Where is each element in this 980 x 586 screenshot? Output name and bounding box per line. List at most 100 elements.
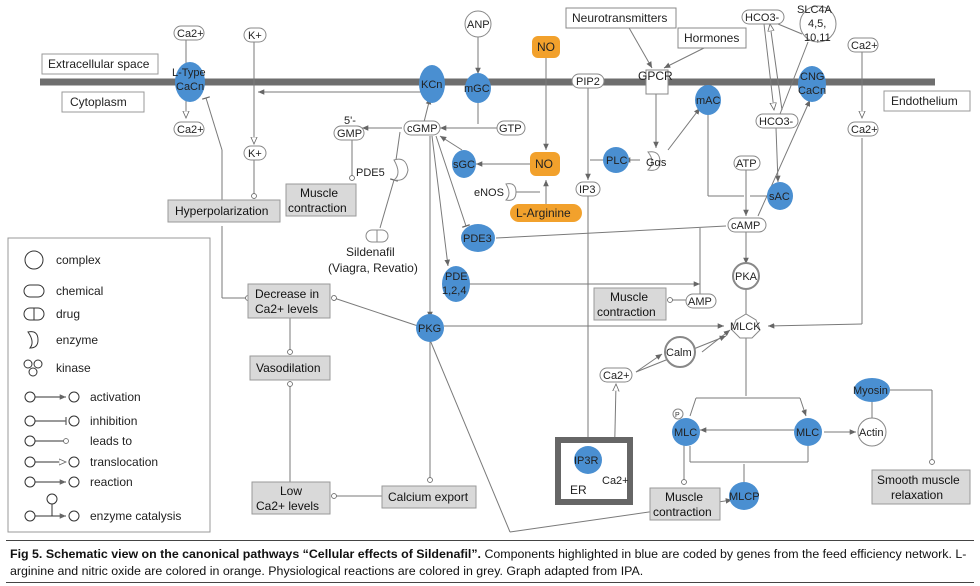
enos-label: eNOS — [474, 187, 504, 199]
cytoplasm-label: Cytoplasm — [70, 95, 127, 109]
calcium-export-box — [381, 485, 477, 509]
kinase-icon — [23, 359, 43, 377]
plc-label: PLC — [606, 155, 627, 167]
gmp5-label-1: 5'- — [344, 115, 356, 127]
legend: complex chemical drug enzyme kinase acti… — [7, 237, 211, 533]
no-label-top: NO — [537, 40, 555, 54]
extracellular-box — [41, 53, 159, 75]
legend-label-reaction: reaction — [90, 475, 133, 489]
l-type-label-2: CaCn — [176, 81, 204, 93]
smooth-muscle-relaxation-box — [871, 469, 971, 505]
pde5-enzyme — [392, 158, 409, 181]
pde3-label: PDE3 — [463, 233, 492, 245]
mgc-label: mGC — [464, 83, 490, 95]
k-label-mid: K+ — [248, 148, 262, 160]
ca2-label-top-right: Ca2+ — [851, 40, 878, 52]
enzyme-icon — [27, 331, 39, 349]
hco3-chemical-mid — [755, 113, 799, 129]
leads-to-arrow-icon — [24, 435, 69, 447]
muscle-contraction-2-label-b: contraction — [597, 305, 656, 319]
pip2-label: PIP2 — [576, 76, 600, 88]
mac-enzyme — [695, 85, 721, 115]
ca2-chemical-top-right — [847, 37, 879, 53]
muscle-contraction-2-label-a: Muscle — [610, 290, 648, 304]
legend-label-translocation: translocation — [90, 455, 158, 469]
endothelium-box — [883, 90, 971, 112]
endothelium-label: Endothelium — [891, 94, 958, 108]
anp-complex — [464, 10, 492, 38]
actin-complex — [857, 417, 887, 447]
myosin-complex — [854, 378, 890, 402]
muscle-contraction-box-1 — [285, 183, 357, 217]
ip3r-channel — [574, 446, 602, 474]
sac-label: sAC — [769, 191, 790, 203]
neurotransmitters-label: Neurotransmitters — [572, 11, 667, 25]
mlcp-enzyme — [729, 482, 759, 510]
low-ca-label-2: Ca2+ levels — [256, 499, 319, 513]
amp-chemical — [685, 293, 717, 309]
vasodilation-box — [249, 355, 331, 381]
pde5-label: PDE5 — [356, 167, 385, 179]
cgmp-label: cGMP — [407, 123, 438, 135]
l-type-cacn-channel — [175, 62, 205, 102]
cytoplasm-box — [61, 91, 145, 113]
hco3-chemical-top — [741, 9, 785, 25]
no-chemical-top — [532, 36, 560, 58]
pkg-kinase — [416, 314, 444, 342]
vasodilation-label: Vasodilation — [256, 361, 321, 375]
amp-label: AMP — [688, 296, 712, 308]
sildenafil-label-2: (Viagra, Revatio) — [328, 261, 418, 275]
ca2-label-top-left: Ca2+ — [177, 28, 204, 40]
mlc-right — [794, 418, 822, 446]
p-badge-label: P — [675, 412, 680, 419]
pde124-label-2: 1,2,4 — [442, 285, 466, 297]
ip3-chemical — [575, 181, 601, 197]
pde3-enzyme — [461, 224, 495, 252]
ca2-label-er: Ca2+ — [602, 475, 629, 487]
muscle-contraction-1-label-a: Muscle — [300, 186, 338, 200]
figure-caption: Fig 5. Schematic view on the canonical p… — [10, 546, 972, 580]
slc4a-label-2: 4,5, — [808, 18, 826, 30]
enos-enzyme — [504, 183, 517, 201]
smooth-muscle-label-2: relaxation — [891, 488, 943, 502]
extracellular-label: Extracellular space — [48, 57, 150, 71]
legend-label-leads-to: leads to — [90, 434, 132, 448]
k-chemical-mid — [243, 145, 267, 161]
muscle-contraction-3-label-a: Muscle — [665, 490, 703, 504]
slc4a-label-1: SLC4A — [797, 4, 833, 16]
gas-enzyme — [646, 151, 661, 171]
gmp5-label-2: GMP — [337, 128, 362, 140]
pka-label: PKA — [735, 271, 758, 283]
camp-chemical — [727, 217, 767, 233]
no-label-mid: NO — [535, 157, 553, 171]
mgc-enzyme — [465, 73, 491, 103]
muscle-contraction-1-label-b: contraction — [288, 201, 347, 215]
hco3-label-top: HCO3- — [745, 12, 780, 24]
legend-label-inhibition: inhibition — [90, 414, 137, 428]
decrease-ca-box — [247, 283, 331, 319]
cng-cacn-channel — [798, 66, 826, 102]
ca2-label-mid-left: Ca2+ — [177, 124, 204, 136]
sgc-enzyme — [452, 150, 476, 178]
pip2-chemical — [571, 73, 605, 89]
caption-label: Fig 5. — [10, 547, 43, 561]
gtp-chemical — [496, 120, 526, 136]
muscle-contraction-3-label-b: contraction — [653, 505, 712, 519]
calm-complex — [664, 336, 696, 368]
pde124-label-1: PDE — [445, 271, 468, 283]
mlc-left-label: MLC — [674, 427, 697, 439]
hyperpolarization-label: Hyperpolarization — [175, 204, 268, 218]
sgc-label: sGC — [453, 159, 475, 171]
gpcr-receptor — [645, 69, 669, 95]
cng-label-1: CNG — [800, 71, 824, 83]
mac-label: mAC — [696, 95, 721, 107]
pka-kinase — [732, 262, 760, 290]
mlck-kinase — [731, 313, 761, 339]
l-type-label-1: L-Type — [172, 67, 206, 79]
mlcp-label: MLCP — [729, 491, 760, 503]
legend-label-enzyme: enzyme — [56, 333, 98, 347]
legend-label-chemical: chemical — [56, 284, 103, 298]
mlck-label: MLCK — [730, 321, 761, 333]
legend-label-kinase: kinase — [56, 361, 91, 375]
no-chemical-mid — [530, 152, 560, 176]
